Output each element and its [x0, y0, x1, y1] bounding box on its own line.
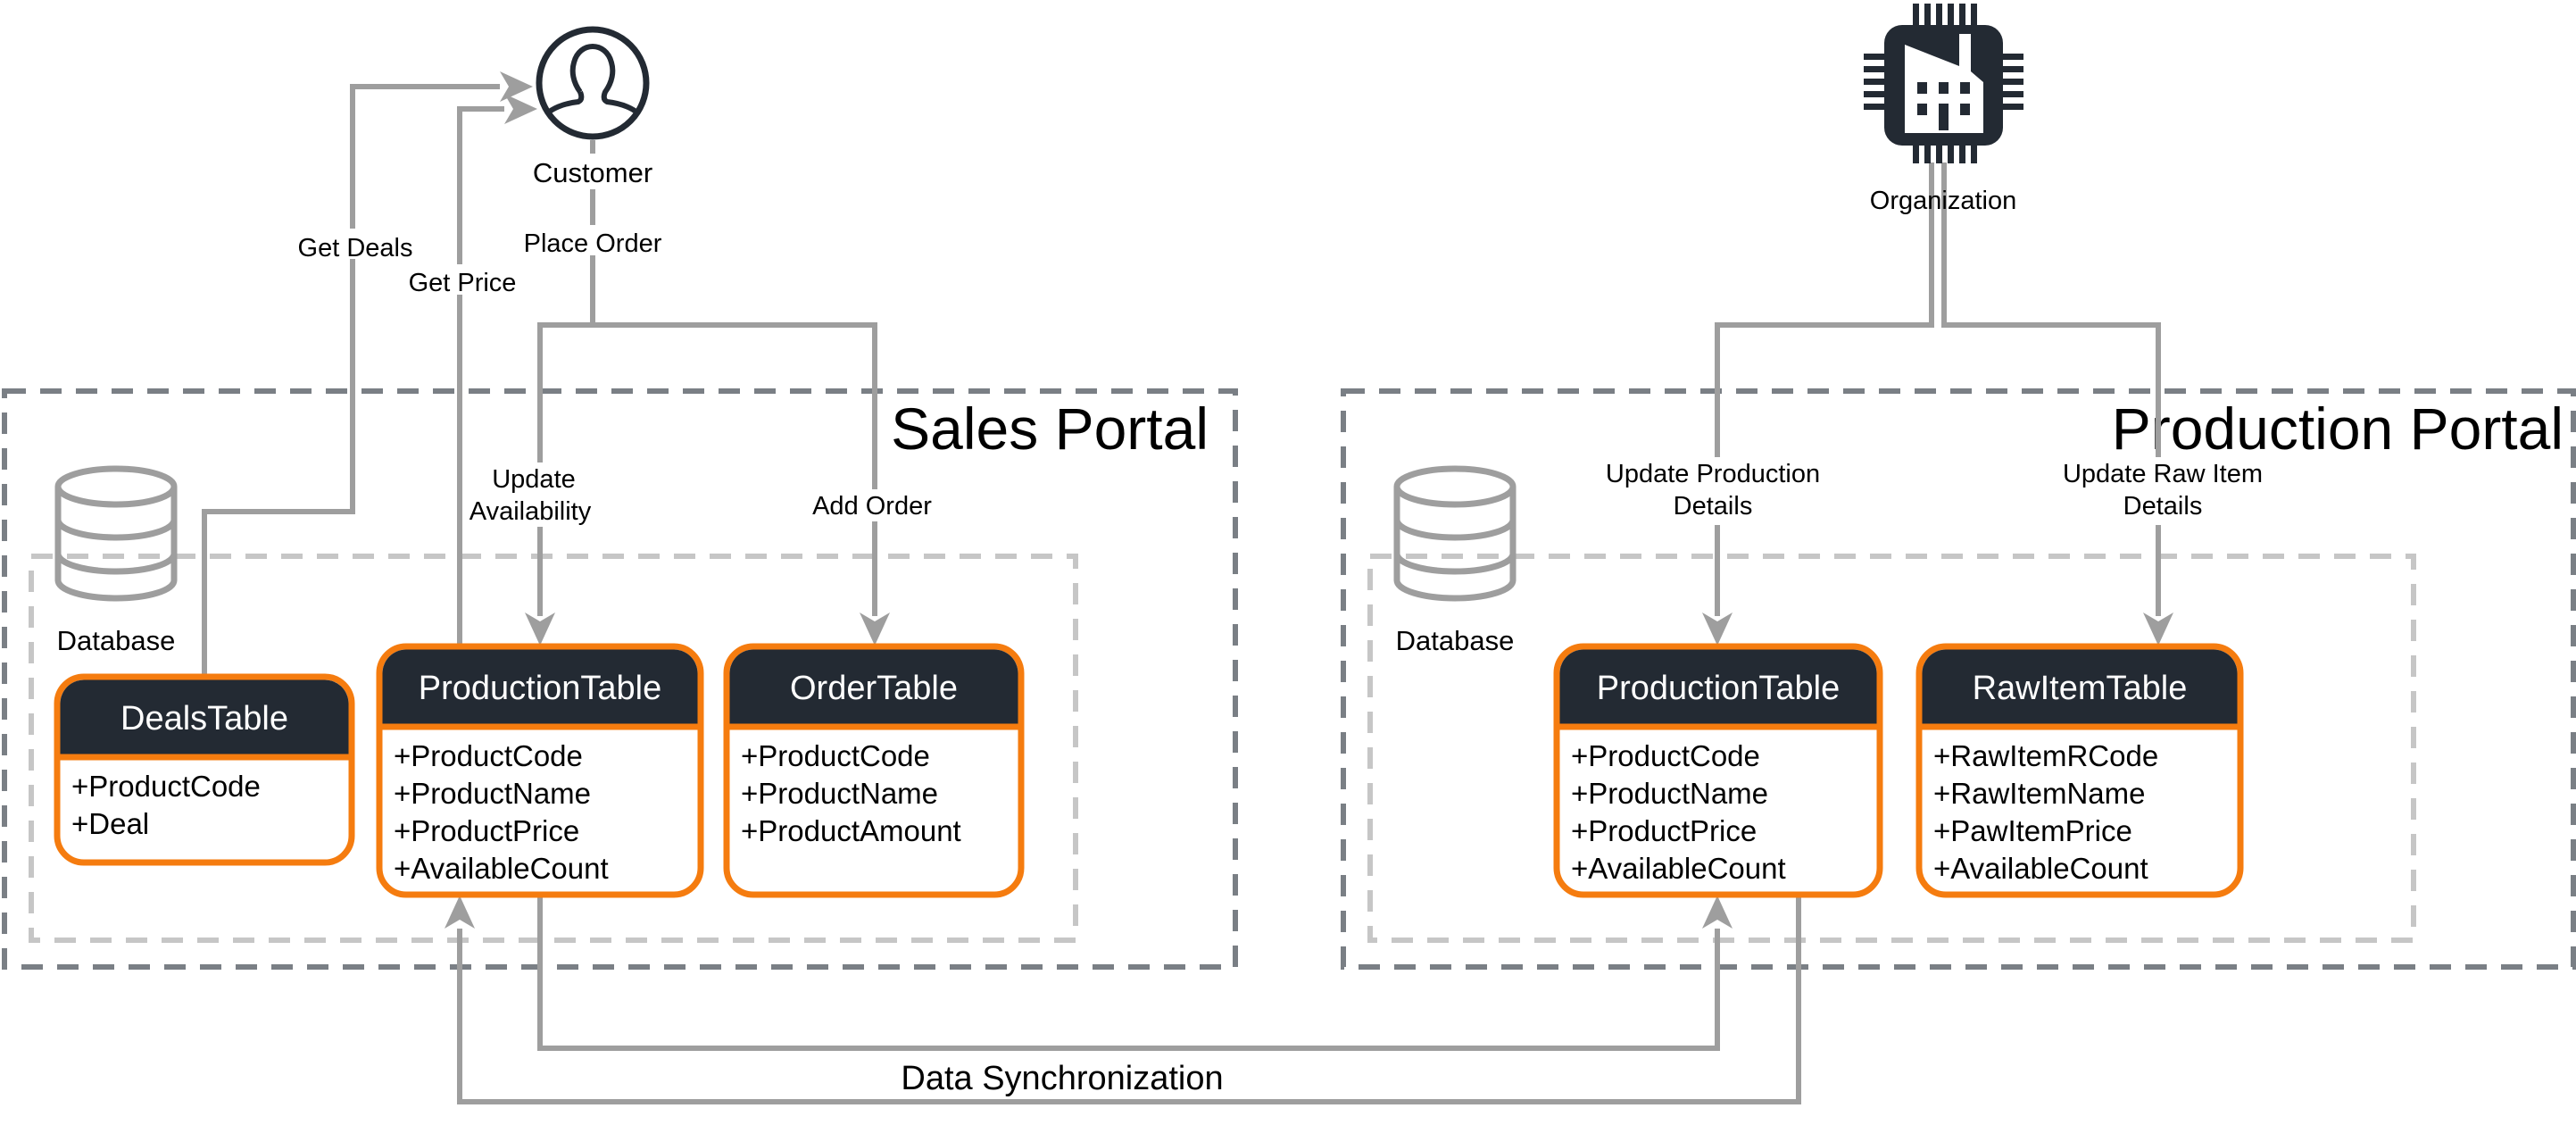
- table-field: +AvailableCount: [1571, 852, 1786, 885]
- label-place-order: Place Order: [524, 229, 662, 258]
- sales-database: Database: [54, 465, 178, 656]
- edge-get-deals[interactable]: [202, 71, 533, 676]
- tables-layer: DealsTable +ProductCode +Deal ProductionTab…: [54, 643, 2244, 898]
- label-update-production-line2: Details: [1674, 492, 1753, 521]
- entity-table-dealstable-sales[interactable]: DealsTable +ProductCode +Deal: [54, 673, 355, 866]
- update-production-arrowhead: [1702, 612, 1733, 646]
- database-icon: [54, 465, 178, 602]
- sync-arrowhead-sales: [445, 896, 475, 929]
- table-title: DealsTable: [120, 700, 288, 738]
- table-field: +ProductName: [394, 777, 591, 810]
- table-title: ProductionTable: [1597, 670, 1841, 707]
- organization-actor[interactable]: Organization: [1864, 4, 2023, 215]
- add-order-arrowhead: [860, 612, 890, 646]
- table-title: RawItemTable: [1973, 670, 2188, 707]
- table-field: +ProductName: [1571, 777, 1768, 810]
- production-database-boundary: [1367, 554, 2416, 943]
- label-get-deals: Get Deals: [298, 234, 413, 262]
- table-field: +ProductPrice: [1571, 814, 1757, 847]
- label-get-price: Get Price: [409, 269, 517, 297]
- table-field: +ProductPrice: [394, 814, 579, 847]
- sales-portal-title: Sales Portal: [891, 396, 1209, 462]
- entity-table-rawitemtable-production[interactable]: RawItemTable +RawItemRCode +RawItemName +Pa…: [1915, 643, 2244, 898]
- table-header: [60, 679, 349, 757]
- organization-label: Organization: [1870, 187, 2016, 215]
- production-portal-title: Production Portal: [2112, 396, 2564, 462]
- production-database-label: Database: [1396, 625, 1515, 656]
- entity-table-productiontable-production[interactable]: ProductionTable +ProductCode +ProductName +…: [1553, 643, 1883, 898]
- table-field: +Deal: [71, 807, 149, 840]
- update-availability-arrowhead: [525, 612, 555, 646]
- table-field: +ProductAmount: [741, 814, 961, 847]
- label-update-production-line1: Update Production: [1606, 460, 1820, 488]
- table-field: +PawItemPrice: [1933, 814, 2132, 847]
- user-icon: [536, 26, 650, 140]
- sales-database-label: Database: [57, 625, 176, 656]
- production-portal-boundary: [1341, 388, 2576, 970]
- customer-actor[interactable]: Customer: [521, 26, 664, 189]
- table-header: [1559, 649, 1877, 727]
- label-add-order: Add Order: [812, 492, 932, 521]
- label-update-availability-line2: Availability: [469, 497, 592, 526]
- customer-label: Customer: [533, 157, 652, 188]
- table-title: OrderTable: [790, 670, 958, 707]
- table-header: [729, 649, 1018, 727]
- table-field: +RawItemRCode: [1933, 739, 2158, 772]
- label-data-sync: Data Synchronization: [901, 1060, 1223, 1097]
- table-field: +ProductCode: [741, 739, 930, 772]
- table-field: +ProductCode: [394, 739, 583, 772]
- table-field: +ProductCode: [1571, 739, 1760, 772]
- table-field: +AvailableCount: [394, 852, 609, 885]
- edge-organization[interactable]: [1702, 162, 2173, 646]
- sync-arrowhead-production: [1702, 896, 1733, 929]
- table-field: +AvailableCount: [1933, 852, 2148, 885]
- edge-get-price[interactable]: [457, 94, 537, 646]
- edge-data-sync[interactable]: [445, 895, 1801, 1104]
- entity-table-productiontable-sales[interactable]: ProductionTable +ProductCode +ProductName +…: [376, 643, 704, 898]
- table-field: +ProductName: [741, 777, 938, 810]
- label-update-raw-line1: Update Raw Item: [2063, 460, 2263, 488]
- table-title: ProductionTable: [419, 670, 662, 707]
- label-update-raw-line2: Details: [2123, 492, 2203, 521]
- table-header: [1922, 649, 2238, 727]
- factory-chip-icon: [1864, 4, 2023, 163]
- table-field: +ProductCode: [71, 770, 261, 803]
- entity-table-ordertable-sales[interactable]: OrderTable +ProductCode +ProductName +Produ…: [723, 643, 1025, 898]
- database-icon: [1393, 465, 1517, 602]
- update-raw-arrowhead: [2143, 612, 2173, 646]
- production-database: Database: [1393, 465, 1517, 656]
- label-update-availability-line1: Update: [492, 465, 576, 494]
- table-header: [382, 649, 698, 727]
- sales-portal-boundary: [2, 388, 1238, 970]
- table-field: +RawItemName: [1933, 777, 2146, 810]
